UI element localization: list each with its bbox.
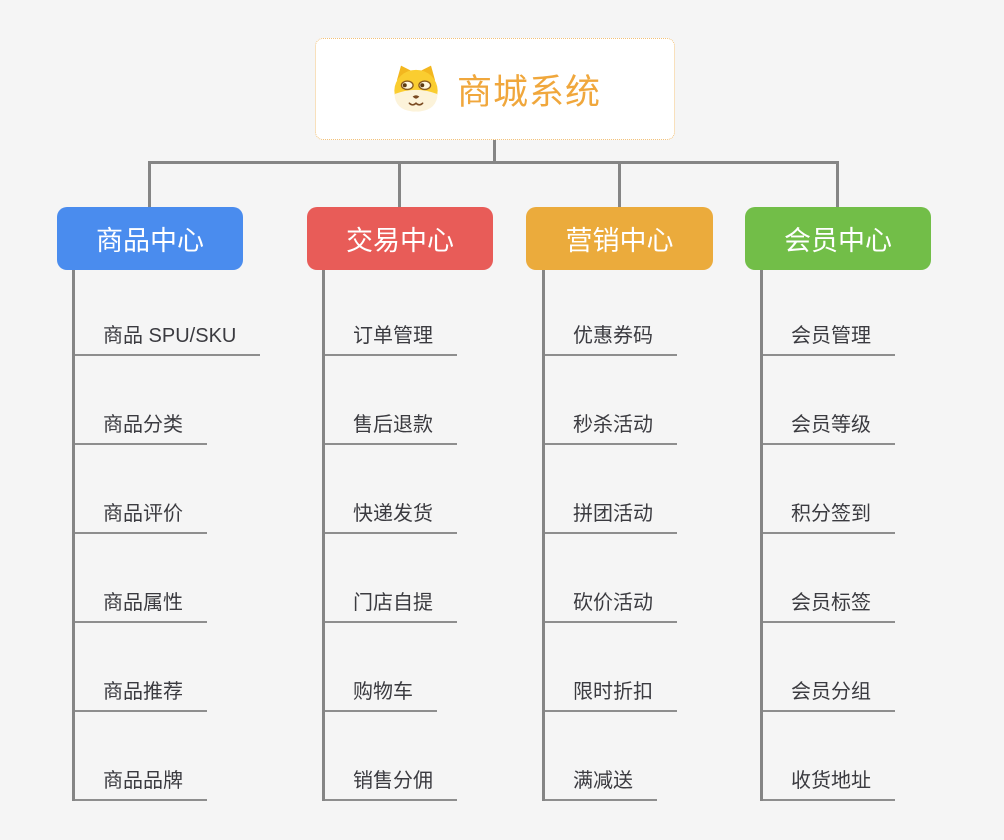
leaf-node[interactable]: 订单管理 [325,270,457,356]
leaf-node[interactable]: 商品分类 [75,356,207,445]
leaf-node[interactable]: 会员等级 [763,356,895,445]
leaf-node[interactable]: 售后退款 [325,356,457,445]
leaf-node[interactable]: 砍价活动 [545,534,677,623]
children-column-member: 会员管理 会员等级 积分签到 会员标签 会员分组 收货地址 [760,270,895,801]
children-column-product: 商品 SPU/SKU 商品分类 商品评价 商品属性 商品推荐 商品品牌 [72,270,261,801]
leaf-node[interactable]: 拼团活动 [545,445,677,534]
branch-node-member-center[interactable]: 会员中心 [745,207,931,270]
connector-drop-trade [398,163,401,207]
leaf-node[interactable]: 满减送 [545,712,657,801]
leaf-node[interactable]: 商品品牌 [75,712,207,801]
leaf-node[interactable]: 优惠券码 [545,270,677,356]
connector-drop-marketing [618,163,621,207]
branch-node-marketing-center[interactable]: 营销中心 [526,207,713,270]
children-column-marketing: 优惠券码 秒杀活动 拼团活动 砍价活动 限时折扣 满减送 [542,270,677,801]
connector-drop-product [148,163,151,207]
leaf-node[interactable]: 销售分佣 [325,712,457,801]
leaf-node[interactable]: 商品评价 [75,445,207,534]
leaf-node[interactable]: 会员标签 [763,534,895,623]
leaf-node[interactable]: 购物车 [325,623,437,712]
root-node-mall-system[interactable]: 商城系统 [315,38,675,140]
leaf-node[interactable]: 商品推荐 [75,623,207,712]
leaf-node[interactable]: 限时折扣 [545,623,677,712]
leaf-node[interactable]: 商品 SPU/SKU [75,270,261,356]
branch-node-product-center[interactable]: 商品中心 [57,207,243,270]
connector-horizontal-bar [148,161,839,164]
connector-drop-member [836,163,839,207]
leaf-node[interactable]: 会员管理 [763,270,895,356]
leaf-node[interactable]: 积分签到 [763,445,895,534]
connector-root-stem [493,140,496,162]
leaf-node[interactable]: 门店自提 [325,534,457,623]
leaf-node[interactable]: 收货地址 [763,712,895,801]
branch-node-trade-center[interactable]: 交易中心 [307,207,493,270]
children-column-trade: 订单管理 售后退款 快递发货 门店自提 购物车 销售分佣 [322,270,457,801]
leaf-node[interactable]: 秒杀活动 [545,356,677,445]
leaf-node[interactable]: 快递发货 [325,445,457,534]
leaf-node[interactable]: 会员分组 [763,623,895,712]
root-title: 商城系统 [456,72,601,112]
dog-icon [394,65,438,112]
leaf-node[interactable]: 商品属性 [75,534,207,623]
